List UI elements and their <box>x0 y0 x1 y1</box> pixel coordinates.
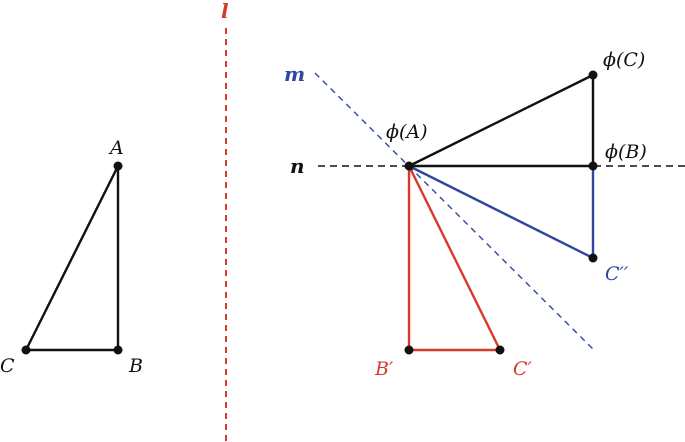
label-c-double-prime: C′′ <box>605 263 629 285</box>
label-phi-a: ϕ(A) <box>386 121 428 143</box>
triangle-phi <box>407 73 595 168</box>
point-c-prime <box>495 345 505 355</box>
line-l-label: l <box>221 0 229 23</box>
label-phi-c: ϕ(C) <box>603 49 645 71</box>
label-c: C <box>0 355 15 377</box>
point-a <box>113 161 123 171</box>
point-phi-c <box>588 70 598 80</box>
triangle-abc <box>24 164 120 352</box>
line-n-label: n <box>290 154 305 178</box>
point-phi-a <box>404 161 414 171</box>
triangle-red <box>407 164 502 352</box>
label-phi-b: ϕ(B) <box>605 141 647 163</box>
label-b: B <box>128 355 143 377</box>
point-c <box>21 345 31 355</box>
label-a: A <box>108 137 124 159</box>
line-m <box>314 72 596 352</box>
triangle-blue <box>408 164 595 260</box>
label-c-prime: C′ <box>513 358 533 380</box>
point-b-prime <box>404 345 414 355</box>
line-m-label: m <box>284 62 305 86</box>
label-b-prime: B′ <box>374 358 394 380</box>
point-phi-b <box>588 161 598 171</box>
point-c-double-prime <box>588 253 598 263</box>
point-b <box>113 345 123 355</box>
